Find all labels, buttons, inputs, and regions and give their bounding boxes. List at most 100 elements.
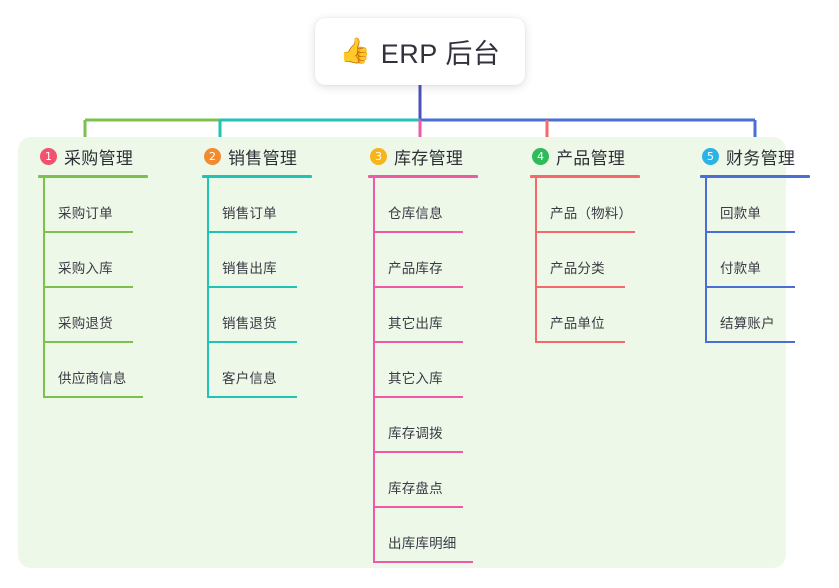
branch-column-2: 2 销售管理销售订单销售出库销售退货客户信息 (202, 143, 312, 398)
branch-underline (368, 175, 478, 178)
branch-header-销售管理[interactable]: 2 销售管理 (202, 143, 312, 169)
branch-underline (530, 175, 640, 178)
branch-child-label: 采购入库 (58, 261, 113, 276)
branch-spine (705, 178, 707, 343)
branch-title: 库存管理 (394, 148, 464, 168)
branch-child-underline (207, 286, 297, 288)
branch-child-item[interactable]: 销售退货 (202, 288, 312, 343)
branch-child-item[interactable]: 产品库存 (368, 233, 478, 288)
branch-child-underline (373, 561, 473, 563)
branch-title: 财务管理 (726, 148, 796, 168)
branch-child-underline (705, 341, 795, 343)
branch-column-3: 3 库存管理仓库信息产品库存其它出库其它入库库存调拨库存盘点出库库明细 (368, 143, 478, 563)
branch-spine (373, 178, 375, 563)
branch-spine (535, 178, 537, 343)
branch-child-underline (373, 231, 463, 233)
branch-child-label: 销售订单 (222, 206, 277, 221)
branch-child-label: 产品分类 (550, 261, 605, 276)
branch-child-underline (43, 396, 143, 398)
branch-header-库存管理[interactable]: 3 库存管理 (368, 143, 478, 169)
branch-child-item[interactable]: 回款单 (700, 178, 810, 233)
branch-child-underline (373, 396, 463, 398)
branch-child-underline (535, 286, 625, 288)
thumbs-up-icon: 👍 (339, 37, 371, 65)
branch-child-item[interactable]: 仓库信息 (368, 178, 478, 233)
branch-child-list: 采购订单采购入库采购退货供应商信息 (38, 178, 148, 398)
root-node[interactable]: 👍 ERP 后台 (315, 18, 525, 85)
branch-child-list: 销售订单销售出库销售退货客户信息 (202, 178, 312, 398)
branch-column-5: 5 财务管理回款单付款单结算账户 (700, 143, 810, 343)
branch-spine (43, 178, 45, 398)
branch-title: 销售管理 (228, 148, 298, 168)
branch-child-underline (373, 451, 463, 453)
branch-child-item[interactable]: 采购入库 (38, 233, 148, 288)
branch-child-underline (535, 341, 625, 343)
branch-child-underline (705, 286, 795, 288)
branch-child-label: 产品单位 (550, 316, 605, 331)
branch-child-label: 客户信息 (222, 371, 277, 386)
branch-child-label: 库存调拨 (388, 426, 443, 441)
branch-child-label: 供应商信息 (58, 371, 127, 386)
branch-child-item[interactable]: 产品分类 (530, 233, 640, 288)
branch-child-item[interactable]: 结算账户 (700, 288, 810, 343)
branch-child-underline (207, 231, 297, 233)
branch-title: 产品管理 (556, 148, 626, 168)
branch-child-item[interactable]: 出库库明细 (368, 508, 478, 563)
branch-child-underline (373, 341, 463, 343)
branch-child-label: 结算账户 (720, 316, 775, 331)
branch-child-item[interactable]: 产品（物料） (530, 178, 640, 233)
branch-child-item[interactable]: 付款单 (700, 233, 810, 288)
branch-child-list: 仓库信息产品库存其它出库其它入库库存调拨库存盘点出库库明细 (368, 178, 478, 563)
branch-child-item[interactable]: 销售出库 (202, 233, 312, 288)
branch-child-item[interactable]: 其它出库 (368, 288, 478, 343)
branch-child-item[interactable]: 供应商信息 (38, 343, 148, 398)
branch-underline (38, 175, 148, 178)
branch-child-label: 采购订单 (58, 206, 113, 221)
branch-number-badge: 2 (204, 147, 221, 165)
branch-child-underline (535, 231, 635, 233)
branch-panel (18, 137, 786, 568)
branch-child-label: 产品库存 (388, 261, 443, 276)
root-node-label: ERP 后台 (380, 39, 501, 69)
branch-child-list: 产品（物料） 产品分类产品单位 (530, 178, 640, 343)
branch-child-underline (207, 396, 297, 398)
branch-child-label: 销售出库 (222, 261, 277, 276)
branch-column-4: 4 产品管理产品（物料） 产品分类产品单位 (530, 143, 640, 343)
branch-child-item[interactable]: 采购退货 (38, 288, 148, 343)
branch-number-badge: 5 (702, 147, 719, 165)
branch-child-label: 采购退货 (58, 316, 113, 331)
branch-child-label: 仓库信息 (388, 206, 443, 221)
branch-child-label: 其它入库 (388, 371, 443, 386)
branch-child-underline (43, 231, 133, 233)
branch-child-underline (373, 286, 463, 288)
branch-title: 采购管理 (64, 148, 134, 168)
branch-header-产品管理[interactable]: 4 产品管理 (530, 143, 640, 169)
branch-child-label: 库存盘点 (388, 481, 443, 496)
branch-child-item[interactable]: 采购订单 (38, 178, 148, 233)
branch-child-item[interactable]: 客户信息 (202, 343, 312, 398)
branch-header-财务管理[interactable]: 5 财务管理 (700, 143, 810, 169)
branch-child-item[interactable]: 产品单位 (530, 288, 640, 343)
branch-child-item[interactable]: 库存盘点 (368, 453, 478, 508)
branch-underline (202, 175, 312, 178)
branch-underline (700, 175, 810, 178)
branch-child-item[interactable]: 其它入库 (368, 343, 478, 398)
branch-child-label: 销售退货 (222, 316, 277, 331)
branch-child-label: 产品（物料） (550, 206, 633, 221)
branch-child-label: 回款单 (720, 206, 762, 221)
branch-child-underline (373, 506, 463, 508)
branch-child-item[interactable]: 销售订单 (202, 178, 312, 233)
branch-child-item[interactable]: 库存调拨 (368, 398, 478, 453)
branch-child-label: 付款单 (720, 261, 762, 276)
branch-child-underline (43, 286, 133, 288)
branch-child-underline (43, 341, 133, 343)
branch-child-list: 回款单付款单结算账户 (700, 178, 810, 343)
branch-number-badge: 4 (532, 147, 549, 165)
branch-child-label: 其它出库 (388, 316, 443, 331)
branch-spine (207, 178, 209, 398)
branch-child-underline (705, 231, 795, 233)
branch-number-badge: 3 (370, 147, 387, 165)
